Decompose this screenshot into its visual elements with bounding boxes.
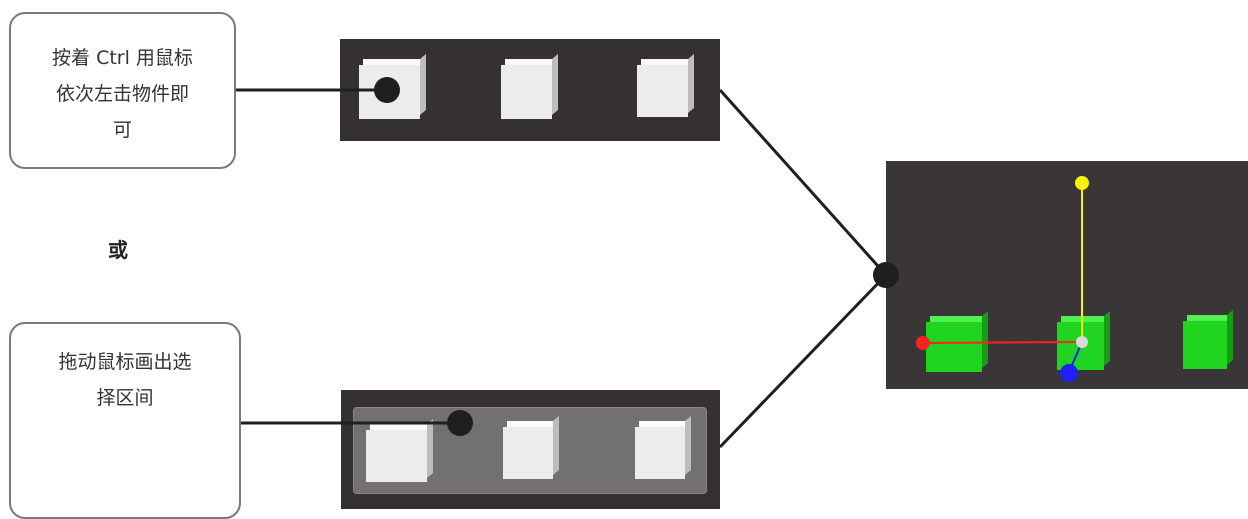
callout-line: 按着 Ctrl 用鼠标 [52,47,193,69]
cube[interactable] [501,53,558,119]
x-axis-handle[interactable] [922,341,1083,344]
connector-line [718,273,888,449]
mouse-click-dot-icon [374,77,400,103]
z-axis-knob[interactable] [1060,364,1078,382]
gizmo-center[interactable] [1076,336,1088,348]
connector-line [718,88,888,277]
cube[interactable] [503,415,559,479]
callout-line: 拖动鼠标画出选 [58,351,192,373]
y-axis-knob[interactable] [1075,176,1089,190]
cube[interactable] [637,53,694,117]
selected-cube[interactable] [926,310,988,372]
viewport-result [886,161,1248,389]
callout-drag-select: 拖动鼠标画出选 择区间 [9,322,241,519]
callout-line: 可 [112,119,132,141]
cube[interactable] [635,415,691,479]
callout-ctrl-click: 按着 Ctrl 用鼠标 依次左击物件即 可 [9,12,236,169]
viewport-ctrl-click [340,39,720,141]
cube[interactable] [366,418,433,482]
junction-dot-icon [873,262,899,288]
selected-cube[interactable] [1183,309,1233,369]
callout-line: 依次左击物件即 [55,83,189,105]
move-gizmo-icon[interactable] [916,176,1089,382]
x-axis-knob[interactable] [916,336,930,350]
mouse-drag-dot-icon [447,410,473,436]
callout-line: 择区间 [96,387,154,409]
or-label: 或 [108,238,128,262]
